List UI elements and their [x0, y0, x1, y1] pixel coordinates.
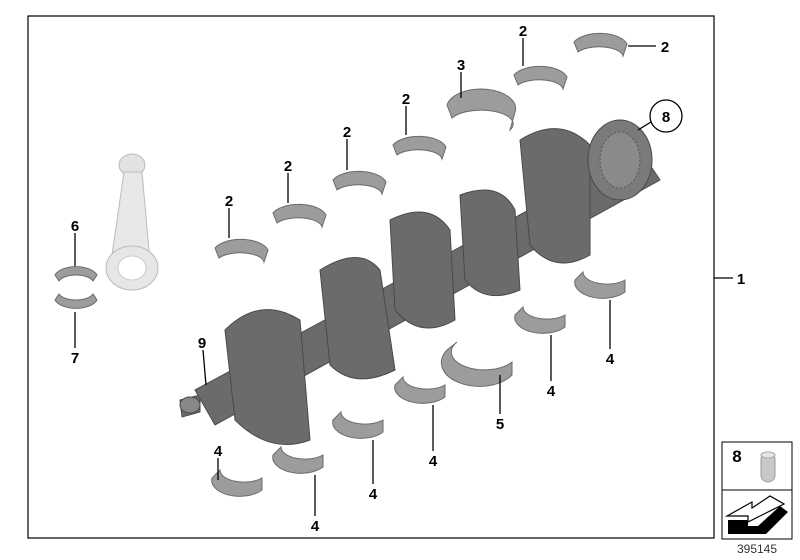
- bearing-shell[interactable]: [332, 170, 387, 196]
- legend-box: 8: [721, 441, 793, 540]
- rod-bearing-upper[interactable]: [54, 266, 98, 282]
- bearing-shell[interactable]: [574, 270, 626, 299]
- callout-6[interactable]: 6: [71, 218, 79, 235]
- callout-4[interactable]: 4: [369, 486, 378, 503]
- callout-2[interactable]: 2: [519, 23, 527, 40]
- thrust-bearing-shell[interactable]: [440, 341, 513, 387]
- arrow-back-icon[interactable]: [724, 495, 788, 534]
- crankshaft[interactable]: [179, 119, 661, 445]
- callout-8-circle: [649, 99, 683, 133]
- legend-item-8: 8: [732, 447, 741, 466]
- main-bearing-lower-shells: [211, 270, 626, 497]
- bearing-shell[interactable]: [332, 410, 384, 439]
- callout-7[interactable]: 7: [71, 350, 79, 367]
- callout-8[interactable]: 8: [662, 109, 670, 126]
- callout-2[interactable]: 2: [284, 158, 292, 175]
- diagram-frame: [27, 15, 715, 539]
- callout-4[interactable]: 4: [311, 518, 320, 535]
- leader-lines: [74, 38, 733, 516]
- bearing-shell[interactable]: [573, 32, 628, 58]
- main-bearing-upper-shells: [214, 32, 628, 264]
- callout-labels: 2 2 3 8 2 2 2 2 6 7 9 4 4 5 4 4 4 4 1: [71, 23, 745, 535]
- callout-4[interactable]: 4: [547, 383, 556, 400]
- callout-2[interactable]: 2: [225, 193, 233, 210]
- bearing-shell[interactable]: [272, 445, 324, 474]
- bearing-shell[interactable]: [211, 468, 263, 497]
- callout-1[interactable]: 1: [737, 271, 745, 288]
- callout-3[interactable]: 3: [457, 57, 465, 74]
- callout-4[interactable]: 4: [606, 351, 615, 368]
- rod-bearing-lower[interactable]: [54, 293, 98, 309]
- bearing-shell[interactable]: [272, 203, 327, 229]
- callout-2[interactable]: 2: [343, 124, 351, 141]
- image-number: 395145: [737, 542, 777, 556]
- callout-9[interactable]: 9: [198, 335, 206, 352]
- bearing-shell[interactable]: [394, 375, 446, 404]
- connecting-rod[interactable]: [105, 153, 159, 291]
- bearing-shell[interactable]: [214, 238, 269, 264]
- callout-2[interactable]: 2: [402, 91, 410, 108]
- bearing-shell[interactable]: [513, 65, 568, 91]
- dowel-pin-icon: [760, 451, 776, 483]
- callout-5[interactable]: 5: [496, 416, 504, 433]
- callout-4[interactable]: 4: [214, 443, 223, 460]
- bearing-shell[interactable]: [514, 305, 566, 334]
- bearing-shell[interactable]: [392, 135, 447, 161]
- callout-2[interactable]: 2: [661, 39, 669, 56]
- callout-4[interactable]: 4: [429, 453, 438, 470]
- thrust-bearing-shell[interactable]: [446, 88, 517, 132]
